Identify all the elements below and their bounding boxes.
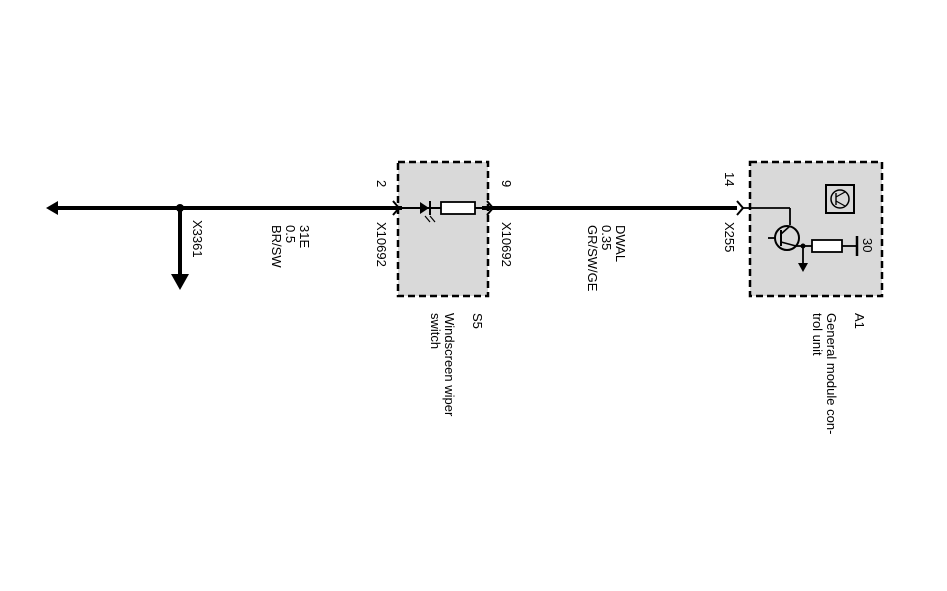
switch-name-line1: Windscreen wiper	[442, 313, 457, 417]
wire-right-color-label: GR/SW/GE	[585, 225, 600, 292]
pin-14-label: 14	[722, 172, 737, 186]
pin-2-label: 2	[374, 180, 389, 187]
module-name-line1: General module con-	[824, 313, 839, 434]
module-a1-box	[748, 160, 884, 298]
led-icon	[420, 201, 436, 223]
connector-x10692-right-label: X10692	[499, 222, 514, 267]
pin-9-connector-icon	[486, 200, 495, 216]
pin-14-connector-icon	[736, 200, 745, 216]
connector-x10692-left-label: X10692	[374, 222, 389, 267]
terminal-30-label: 30	[860, 238, 875, 252]
pin-9-label: 9	[499, 180, 514, 187]
wire-left-circuit-label: 31E	[297, 225, 312, 248]
connector-x3361-label: X3361	[190, 220, 205, 258]
branch-arrow-icon	[171, 274, 189, 290]
switch-name-line2: switch	[428, 313, 443, 349]
connector-x255-label: X255	[722, 222, 737, 252]
module-resistor-icon	[811, 239, 843, 253]
wire-left-color-label: BR/SW	[269, 225, 284, 268]
module-ref-label: A1	[852, 313, 867, 329]
wire-right-cross-section-label: 0.35	[599, 225, 614, 250]
control-unit-symbol-icon	[825, 184, 855, 214]
wire-right-circuit-label: DWAL	[613, 225, 628, 262]
switch-ref-label: S5	[470, 313, 485, 329]
module-ground-arrow-icon	[798, 263, 808, 272]
wire-end-arrow-icon	[46, 201, 58, 215]
switch-resistor-icon	[440, 201, 476, 215]
transistor-icon	[768, 225, 800, 251]
switch-s5-box	[396, 160, 490, 298]
module-name-line2: trol unit	[810, 313, 825, 356]
wire-left-cross-section-label: 0.5	[283, 225, 298, 243]
